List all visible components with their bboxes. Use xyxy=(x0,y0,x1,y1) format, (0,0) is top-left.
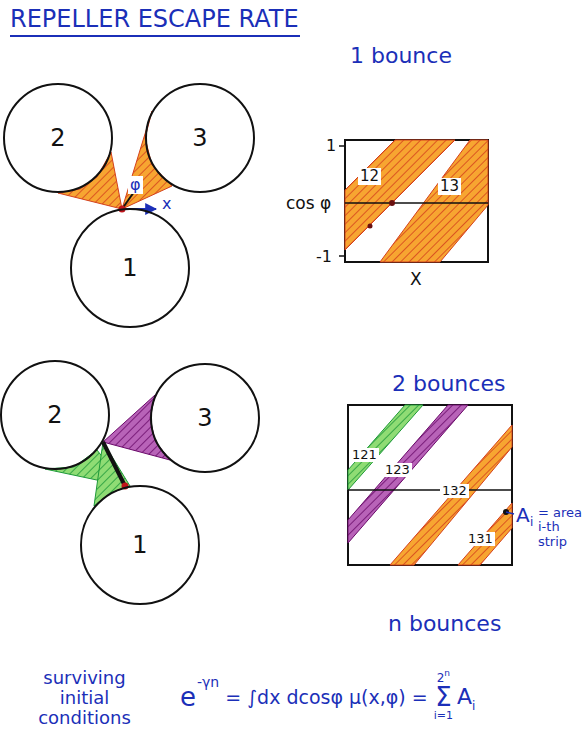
callout-text: = area i-th strip xyxy=(538,506,584,549)
orbit-fan xyxy=(103,395,170,460)
disk: 2 xyxy=(0,360,110,470)
midline xyxy=(345,202,488,204)
panel-heading: n bounces xyxy=(388,612,501,636)
panel-heading: 1 bounce xyxy=(350,44,452,68)
disk-number: 2 xyxy=(47,401,62,429)
title-underline xyxy=(10,35,300,37)
strip-label: 13 xyxy=(438,178,461,195)
formula: e-γn = ∫dx dcosφ μ(x,φ) = 2nΣi=1 Ai xyxy=(180,672,475,721)
orbit-segment xyxy=(103,442,125,486)
disk: 3 xyxy=(145,83,255,193)
strip-label: 121 xyxy=(350,448,379,462)
sum-limit: i=1 xyxy=(434,710,453,721)
callout-subscript: i xyxy=(530,516,533,529)
note: surviving initial conditions xyxy=(22,668,147,727)
strip-label: 12 xyxy=(358,168,381,185)
strip-label: 123 xyxy=(383,463,412,477)
callout-symbol: A xyxy=(516,504,530,526)
panel-heading: 2 bounces xyxy=(392,372,505,396)
orbit-fan xyxy=(94,442,130,506)
axis-label: X xyxy=(410,270,422,289)
formula-subscript: i xyxy=(472,699,475,713)
strip-label: 132 xyxy=(440,484,469,498)
strip xyxy=(458,503,512,565)
sum-symbol: Σ xyxy=(435,684,451,710)
formula-symbol: A xyxy=(457,684,472,709)
phase-plot xyxy=(348,405,512,565)
strip xyxy=(390,425,512,565)
title: REPELLER ESCAPE RATE xyxy=(10,6,299,32)
phase-plot xyxy=(345,140,488,262)
midline xyxy=(348,489,512,491)
formula-exponent: -γn xyxy=(197,674,219,690)
point xyxy=(389,200,395,206)
strip xyxy=(380,140,488,262)
sum-limit: n xyxy=(444,669,450,678)
disk-number: 1 xyxy=(132,531,147,559)
disk: 1 xyxy=(80,485,200,605)
axis-label: x xyxy=(160,195,173,213)
disk-number: 1 xyxy=(122,254,137,282)
disk-number: 3 xyxy=(192,124,207,152)
tick-label: 1 xyxy=(326,137,336,155)
disk: 1 xyxy=(70,208,190,328)
disk: 3 xyxy=(150,363,260,473)
formula-text: = ∫dx dcosφ μ(x,φ) = xyxy=(225,686,428,708)
leader-line xyxy=(506,512,514,514)
point xyxy=(368,224,373,229)
formula-symbol: e xyxy=(180,682,196,712)
axis-label: cos φ xyxy=(286,194,331,213)
tick-label: -1 xyxy=(316,248,332,266)
disk-number: 3 xyxy=(197,404,212,432)
disk-number: 2 xyxy=(50,124,65,152)
orbit-fan xyxy=(58,152,122,209)
strip-label: 131 xyxy=(466,532,495,546)
sum-limit: 2 xyxy=(437,672,445,684)
disk: 2 xyxy=(3,83,113,193)
angle-label: φ xyxy=(128,176,143,194)
